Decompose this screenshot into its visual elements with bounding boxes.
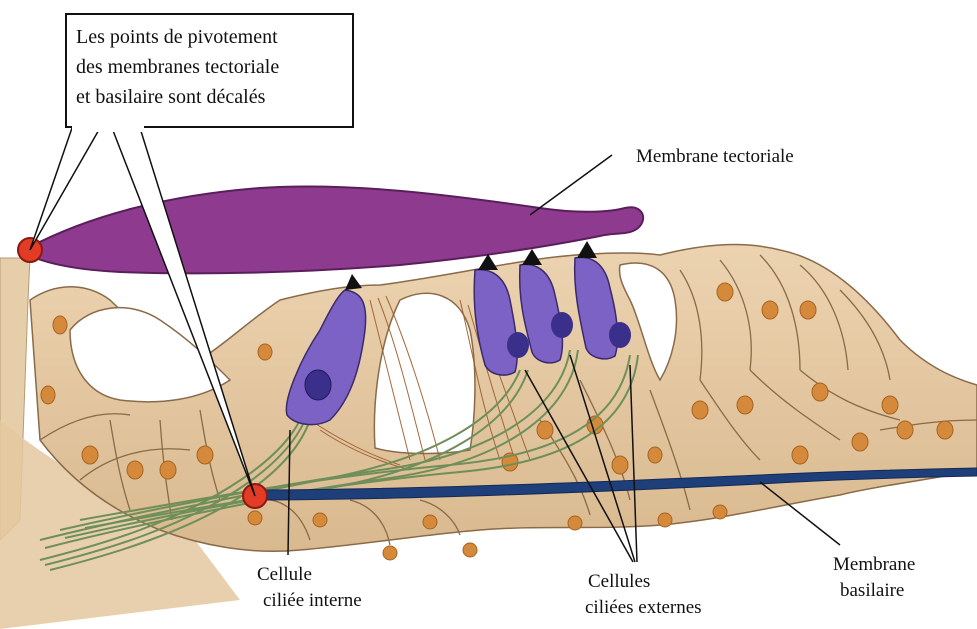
leader-tectorial xyxy=(530,155,612,215)
label-basilar-line2: basilaire xyxy=(840,580,904,601)
label-inner-cell-line1: Cellule xyxy=(257,564,312,585)
callout-line-1: Les points de pivotement xyxy=(76,26,278,48)
label-inner-cell-line2: ciliée interne xyxy=(263,590,362,611)
callout-line-2: des membranes tectoriale xyxy=(76,56,279,78)
label-basilar-line1: Membrane xyxy=(833,554,915,575)
inner-hair-cell-stereocilia xyxy=(345,274,362,290)
label-outer-cells-line2: ciliées externes xyxy=(585,597,702,618)
label-outer-cells-line1: Cellules xyxy=(588,571,650,592)
label-tectorial-membrane: Membrane tectoriale xyxy=(636,146,794,167)
callout-line-3: et basilaire sont décalés xyxy=(76,86,266,108)
